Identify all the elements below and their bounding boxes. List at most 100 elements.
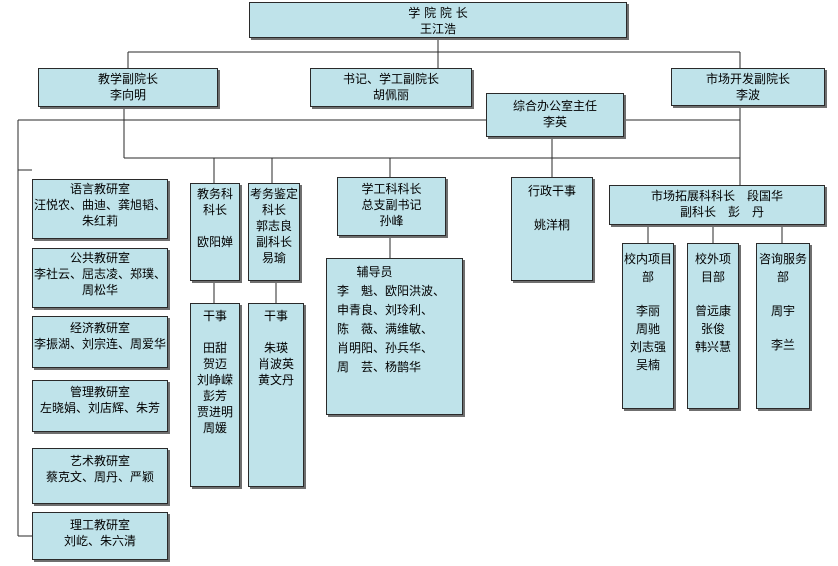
campus-projects-line: 校内项目 <box>623 252 672 266</box>
language-office-members: 朱红莉 <box>81 214 118 228</box>
academic-staff-line: 刘峥嵘 <box>196 373 233 387</box>
exam-appraisal-line: 副科长 <box>255 235 292 249</box>
exam-appraisal-line: 易瑜 <box>261 251 286 265</box>
campus-projects-line: 刘志强 <box>629 340 666 354</box>
exam-appraisal-head-box: 考务鉴定 科长 郭志良 副科长 易瑜 <box>248 183 300 281</box>
market-expansion-line: 市场拓展科科长 段国华 <box>650 189 783 203</box>
management-office-title: 管理教研室 <box>69 385 130 399</box>
exam-staff-line <box>249 324 303 340</box>
engineering-office-box: 理工教研室 刘屹、朱六清 <box>32 512 168 560</box>
academic-affairs-head-box: 教务科 科长 欧阳婵 <box>190 183 240 281</box>
secretary-title: 书记、学工副院长 <box>342 72 439 86</box>
academic-staff-line: 贾进明 <box>196 405 233 419</box>
art-office-title: 艺术教研室 <box>69 454 130 468</box>
consulting-line <box>757 320 809 336</box>
admin-officer-box: 行政干事 姚洋桐 <box>511 177 593 281</box>
counselors-members: 陈 薇、满维敏、 <box>337 322 434 336</box>
counselors-members: 李 魁、欧阳洪波、 <box>337 284 446 298</box>
secretary-name: 胡佩丽 <box>372 88 409 102</box>
academic-affairs-line: 科长 <box>202 203 227 217</box>
vp-market-title: 市场开发副院长 <box>705 72 790 86</box>
office-director-box: 综合办公室主任 李英 <box>486 93 624 137</box>
language-office-box: 语言教研室 汪悦农、曲迪、龚旭韬、 朱红莉 <box>32 179 168 239</box>
public-office-members: 李社云、屈志凌、郑璞、 <box>33 267 166 281</box>
offcampus-projects-box: 校外项 目部 曾远康 张俊 韩兴慧 <box>687 243 739 409</box>
exam-appraisal-line: 郭志良 <box>255 219 292 233</box>
management-office-members: 左晓娟、刘店辉、朱芳 <box>39 401 160 415</box>
economics-office-title: 经济教研室 <box>69 321 130 335</box>
campus-projects-line: 周驰 <box>635 322 660 336</box>
economics-office-box: 经济教研室 李振湖、刘宗连、周爱华 <box>32 316 168 368</box>
art-office-box: 艺术教研室 蔡克文、周丹、严颖 <box>32 448 168 504</box>
counselors-title: 辅导员 <box>356 265 393 279</box>
student-affairs-line: 学工科科长 <box>361 182 422 196</box>
market-expansion-head-box: 市场拓展科科长 段国华 副科长 彭 丹 <box>609 185 825 225</box>
consulting-line <box>757 286 809 302</box>
exam-staff-line: 干事 <box>263 309 288 323</box>
vp-teaching-name: 李向明 <box>109 88 146 102</box>
exam-appraisal-staff-box: 干事 朱瑛 肖波英 黄文丹 <box>248 303 304 487</box>
public-office-box: 公共教研室 李社云、屈志凌、郑璞、 周松华 <box>32 248 168 308</box>
academic-affairs-line: 教务科 <box>196 187 233 201</box>
campus-projects-line: 部 <box>641 270 654 284</box>
counselors-box: 辅导员 李 魁、欧阳洪波、 申青良、刘玲利、 陈 薇、满维敏、 肖明阳、孙兵华、… <box>326 258 463 415</box>
admin-officer-line <box>512 200 592 216</box>
engineering-office-title: 理工教研室 <box>69 518 130 532</box>
exam-appraisal-line: 科长 <box>261 203 286 217</box>
consulting-line: 咨询服务 <box>758 252 807 266</box>
academic-staff-line: 田甜 <box>202 341 227 355</box>
admin-officer-line: 姚洋桐 <box>533 218 570 232</box>
academic-staff-line: 贺迈 <box>202 357 227 371</box>
public-office-title: 公共教研室 <box>69 251 130 265</box>
campus-projects-line: 李丽 <box>635 304 660 318</box>
dean-name: 王江浩 <box>419 22 456 36</box>
language-office-title: 语言教研室 <box>69 182 130 196</box>
consulting-line: 周宇 <box>770 304 795 318</box>
economics-office-members: 李振湖、刘宗连、周爱华 <box>33 337 166 351</box>
offcampus-projects-line: 张俊 <box>700 322 725 336</box>
offcampus-projects-line: 曾远康 <box>694 304 731 318</box>
vp-teaching-box: 教学副院长 李向明 <box>38 68 218 107</box>
vp-market-name: 李波 <box>735 88 760 102</box>
vp-market-box: 市场开发副院长 李波 <box>671 68 825 106</box>
exam-appraisal-line: 考务鉴定 <box>249 187 298 201</box>
vp-teaching-title: 教学副院长 <box>97 72 158 86</box>
language-office-members: 汪悦农、曲迪、龚旭韬、 <box>33 198 166 212</box>
academic-affairs-line <box>191 218 239 234</box>
campus-projects-box: 校内项目 部 李丽 周驰 刘志强 吴楠 <box>622 243 674 409</box>
academic-staff-line: 干事 <box>202 309 227 323</box>
consulting-services-box: 咨询服务 部 周宇 李兰 <box>756 243 810 409</box>
counselors-members: 肖明阳、孙兵华、 <box>337 341 434 355</box>
academic-affairs-staff-box: 干事 田甜 贺迈 刘峥嵘 彭芳 贾进明 周媛 <box>190 303 240 487</box>
consulting-line: 部 <box>776 270 789 284</box>
student-affairs-line: 孙峰 <box>379 214 404 228</box>
offcampus-projects-line: 校外项 <box>694 252 731 266</box>
exam-staff-line: 朱瑛 <box>263 341 288 355</box>
office-director-title: 综合办公室主任 <box>512 99 597 113</box>
counselors-members: 申青良、刘玲利、 <box>337 303 434 317</box>
offcampus-projects-line: 目部 <box>700 270 725 284</box>
admin-officer-line: 行政干事 <box>527 184 576 198</box>
secretary-box: 书记、学工副院长 胡佩丽 <box>310 68 472 107</box>
dean-box: 学 院 院 长 王江浩 <box>249 2 627 38</box>
offcampus-projects-line <box>688 286 738 302</box>
exam-staff-line: 黄文丹 <box>257 373 294 387</box>
academic-staff-line: 彭芳 <box>202 389 227 403</box>
public-office-members: 周松华 <box>81 283 118 297</box>
academic-affairs-line: 欧阳婵 <box>196 235 233 249</box>
academic-staff-line <box>191 324 239 340</box>
academic-staff-line: 周媛 <box>202 421 227 435</box>
counselors-members: 周 芸、杨鹊华 <box>337 360 422 374</box>
student-affairs-line: 总支副书记 <box>361 198 422 212</box>
dean-title: 学 院 院 长 <box>408 6 468 20</box>
campus-projects-line: 吴楠 <box>635 358 660 372</box>
market-expansion-line: 副科长 彭 丹 <box>679 205 764 219</box>
consulting-line: 李兰 <box>770 338 795 352</box>
office-director-name: 李英 <box>542 115 567 129</box>
campus-projects-line <box>623 286 673 302</box>
management-office-box: 管理教研室 左晓娟、刘店辉、朱芳 <box>32 380 168 432</box>
art-office-members: 蔡克文、周丹、严颖 <box>45 470 154 484</box>
offcampus-projects-line: 韩兴慧 <box>694 340 731 354</box>
